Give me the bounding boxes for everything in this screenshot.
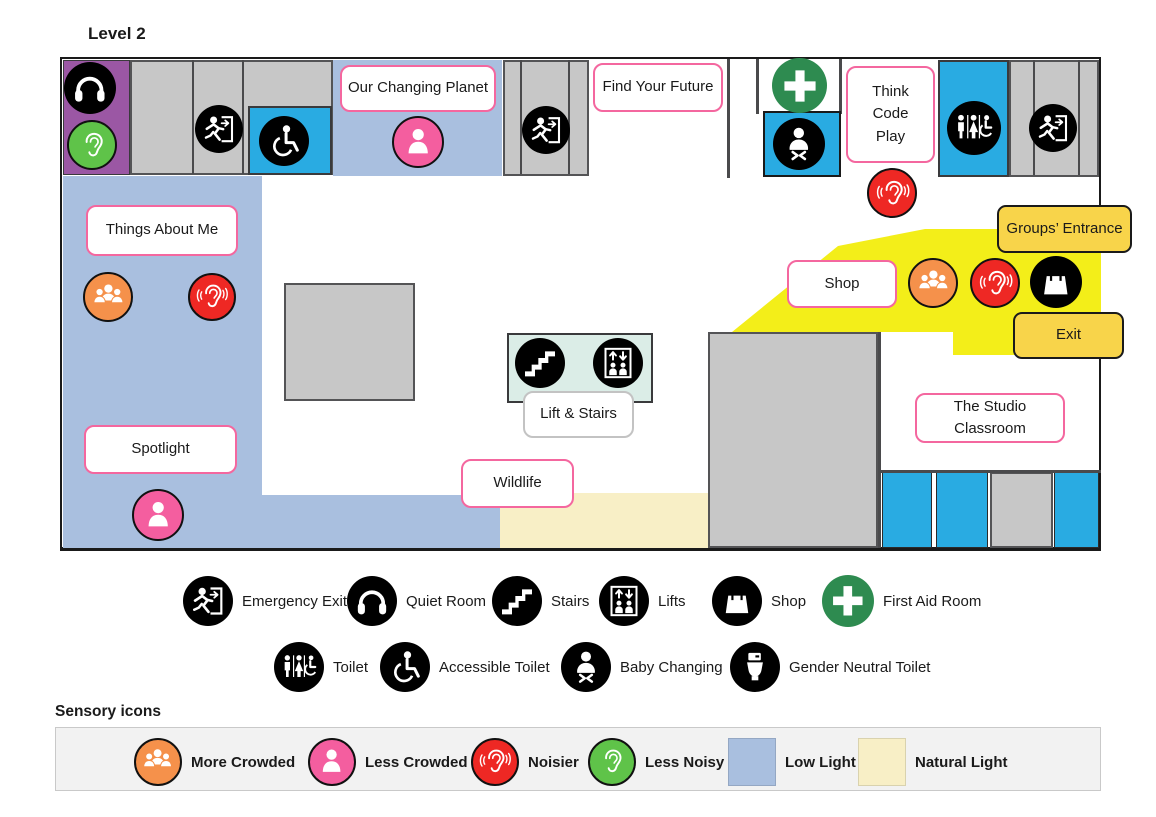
noisier-icon — [867, 168, 917, 218]
wall-line — [839, 59, 842, 114]
legend-label: Emergency Exit — [242, 592, 348, 610]
area-label-think-code-play: Think Code Play — [846, 66, 935, 163]
sensory-icons-heading: Sensory icons — [55, 703, 161, 720]
first-aid-icon — [822, 575, 874, 627]
legend-item-accessible-toilet: Accessible Toilet — [380, 642, 550, 692]
area-label-our-changing-planet: Our Changing Planet — [340, 65, 496, 112]
shop-icon — [712, 576, 762, 626]
legend-label: Baby Changing — [620, 658, 723, 676]
legend-item-low-light: Low Light — [728, 738, 856, 786]
legend-item-quiet-room: Quiet Room — [347, 576, 486, 626]
emergency-exit-icon — [1029, 104, 1077, 152]
wall-divider — [1078, 60, 1080, 175]
studio-wall-block — [990, 472, 1053, 548]
legend-label: Low Light — [785, 753, 856, 771]
legend-item-noisier: Noisier — [471, 738, 579, 786]
more-crowded-icon — [134, 738, 182, 786]
legend-item-gender-neutral-toilet: Gender Neutral Toilet — [730, 642, 930, 692]
studio-window-block — [882, 472, 932, 548]
less-crowded-icon — [392, 116, 444, 168]
low-light-strip — [262, 495, 500, 548]
stairs-icon — [515, 338, 565, 388]
shop-icon — [1030, 256, 1082, 308]
area-label-things-about-me: Things About Me — [86, 205, 238, 256]
exit-label: Exit — [1013, 312, 1124, 359]
wall-divider — [568, 60, 570, 174]
toilet-icon — [947, 101, 1001, 155]
wall-divider — [192, 60, 194, 174]
legend-label: Less Crowded — [365, 753, 468, 771]
toilet-icon — [274, 642, 324, 692]
legend-label: Noisier — [528, 753, 579, 771]
wall-divider — [520, 60, 522, 174]
emergency-exit-icon — [195, 105, 243, 153]
less-crowded-icon — [308, 738, 356, 786]
legend-item-stairs: Stairs — [492, 576, 589, 626]
studio-wall-vertical — [878, 332, 881, 548]
legend-label: More Crowded — [191, 753, 296, 771]
accessible-toilet-icon — [380, 642, 430, 692]
legend-label: Shop — [771, 592, 807, 610]
less-noisy-icon — [588, 738, 636, 786]
legend-label: Quiet Room — [406, 592, 487, 610]
stairs-icon — [492, 576, 542, 626]
wall-block-large — [708, 332, 878, 548]
more-crowded-icon — [83, 272, 133, 322]
legend-item-natural-light: Natural Light — [858, 738, 1008, 786]
area-label-wildlife: Wildlife — [461, 459, 574, 508]
legend-label: Toilet — [333, 658, 369, 676]
studio-window-block — [936, 472, 988, 548]
sensory-legend-box — [55, 727, 1101, 791]
wall-block-center — [284, 283, 415, 401]
legend-item-less-noisy: Less Noisy — [588, 738, 724, 786]
area-label-find-your-future: Find Your Future — [593, 63, 723, 112]
more-crowded-icon — [908, 258, 958, 308]
emergency-exit-icon — [183, 576, 233, 626]
less-noisy-icon — [67, 120, 117, 170]
wall-line — [756, 59, 759, 114]
natural-light-swatch — [858, 738, 906, 786]
legend-item-shop: Shop — [712, 576, 806, 626]
first-aid-icon — [772, 58, 827, 113]
lifts-icon — [593, 338, 643, 388]
gender-neutral-toilet-icon — [730, 642, 780, 692]
legend-label: Stairs — [551, 592, 590, 610]
legend-label: Lifts — [658, 592, 686, 610]
noisier-icon — [471, 738, 519, 786]
studio-window-block — [1054, 472, 1099, 548]
area-label-studio-classroom: The Studio Classroom — [915, 393, 1065, 443]
legend-item-toilet: Toilet — [274, 642, 368, 692]
accessible-toilet-icon — [259, 116, 309, 166]
groups-entrance-label: Groups’ Entrance — [997, 205, 1132, 253]
legend-item-emergency-exit: Emergency Exit — [183, 576, 347, 626]
legend-item-more-crowded: More Crowded — [134, 738, 295, 786]
legend-label: Natural Light — [915, 753, 1008, 771]
baby-changing-icon — [561, 642, 611, 692]
legend-label: Gender Neutral Toilet — [789, 658, 931, 676]
page-title: Level 2 — [88, 24, 146, 43]
legend-label: Less Noisy — [645, 753, 725, 771]
wall-line — [727, 59, 730, 178]
legend-label: First Aid Room — [883, 592, 982, 610]
lifts-icon — [599, 576, 649, 626]
low-light-swatch — [728, 738, 776, 786]
legend-item-first-aid: First Aid Room — [822, 575, 981, 627]
area-label-lift-stairs: Lift & Stairs — [523, 391, 634, 438]
emergency-exit-icon — [522, 106, 570, 154]
legend-item-lifts: Lifts — [599, 576, 686, 626]
legend-label: Accessible Toilet — [439, 658, 550, 676]
baby-changing-icon — [773, 118, 825, 170]
quiet-room-icon — [64, 62, 116, 114]
quiet-room-icon — [347, 576, 397, 626]
legend-item-baby-changing: Baby Changing — [561, 642, 723, 692]
less-crowded-icon — [132, 489, 184, 541]
area-label-shop: Shop — [787, 260, 897, 308]
noisier-icon — [970, 258, 1020, 308]
noisier-icon — [188, 273, 236, 321]
area-label-spotlight: Spotlight — [84, 425, 237, 474]
legend-item-less-crowded: Less Crowded — [308, 738, 468, 786]
wall-divider — [242, 60, 244, 174]
studio-wall-horizontal — [879, 470, 1101, 473]
